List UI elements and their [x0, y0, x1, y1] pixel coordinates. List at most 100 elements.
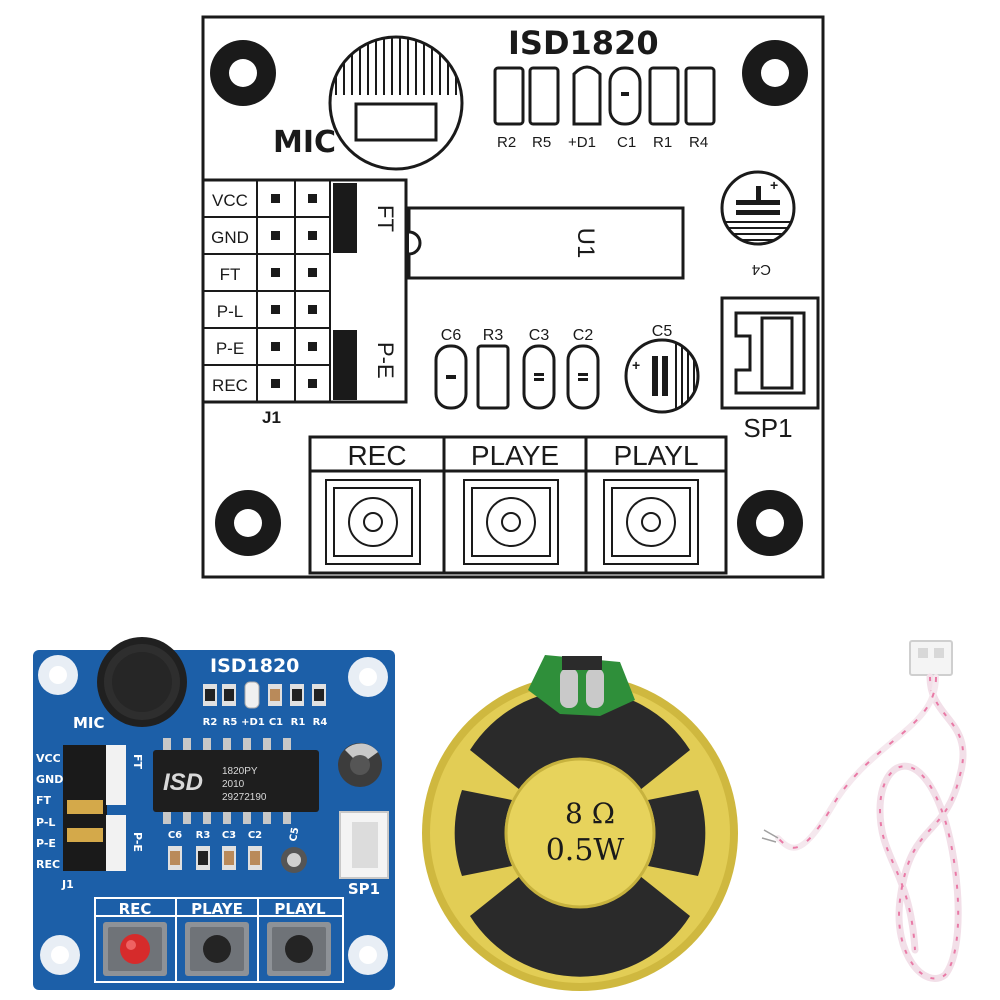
schematic-ic-u1 — [407, 206, 685, 280]
pcb-mic-label: MIC — [73, 714, 105, 732]
pcb-ic-chip — [153, 738, 319, 824]
pcb-label-r2: R2 — [203, 717, 218, 728]
pcb-pin-pl: P-L — [36, 816, 55, 829]
schematic-chip-title: ISD1820 — [508, 24, 659, 62]
pcb-top-components — [203, 681, 326, 709]
pcb-label-r5: R5 — [223, 717, 238, 728]
schematic-capacitor-c5: + — [624, 338, 700, 414]
label-r1: R1 — [653, 134, 672, 151]
schematic-btn-playl-label: PLAYL — [613, 440, 698, 471]
speaker-cable — [761, 640, 967, 982]
pcb-speaker-label: SP1 — [348, 880, 380, 898]
pcb-header-label: J1 — [61, 878, 74, 891]
schematic-speaker-port — [720, 296, 820, 410]
schematic-pin-header — [201, 178, 408, 404]
schematic-top-components — [493, 65, 716, 126]
schematic-jumper-pe: P-E — [373, 342, 398, 379]
schematic-mounting-holes — [210, 40, 808, 556]
pcb-jumper-ft: FT — [131, 754, 144, 770]
schematic-buttons — [325, 479, 699, 565]
cable-bare-wire-ends — [761, 829, 779, 843]
pcb-pin-header — [63, 745, 126, 871]
pcb-chip-title: ISD1820 — [210, 655, 299, 677]
pcb-pin-labels: VCC GND FT P-L P-E REC — [36, 752, 63, 871]
pcb-btn-playe-label: PLAYE — [191, 900, 243, 918]
schematic-c4-label: C4 — [752, 261, 771, 278]
pcb-capacitor-c4 — [338, 743, 382, 787]
schematic-c5-label: C5 — [652, 323, 673, 340]
pcb-chip-brand: ISD — [163, 769, 203, 796]
pcb-jumper-pe: P-E — [131, 832, 144, 852]
pcb-chip-marking-1: 1820PY — [222, 766, 258, 777]
schematic-jumper-ft: FT — [373, 205, 398, 232]
schematic-button-area — [308, 435, 728, 575]
speaker-impedance: 8 Ω — [565, 797, 615, 830]
schematic-btn-rec-label: REC — [347, 440, 406, 471]
pcb-label-c5: C5 — [288, 826, 301, 842]
pin-pl: P-L — [217, 302, 243, 321]
pcb-label-r3: R3 — [196, 830, 211, 841]
pcb-button-playe[interactable] — [185, 922, 249, 976]
label-c1: C1 — [617, 134, 636, 151]
pcb-pin-ft: FT — [36, 794, 52, 807]
pcb-pin-gnd: GND — [36, 773, 63, 786]
label-c3: C3 — [529, 327, 550, 344]
label-d1: +D1 — [568, 134, 596, 151]
pin-rec: REC — [212, 376, 248, 395]
pcb-component-labels: R2 R5 +D1 C1 R1 R4 — [203, 717, 328, 728]
svg-text:+: + — [770, 177, 778, 193]
pcb-label-d1: +D1 — [241, 717, 265, 728]
speaker-center-cap — [506, 759, 654, 907]
pcb-pin-vcc: VCC — [36, 752, 61, 765]
pcb-lower-labels: C6 R3 C3 C2 — [168, 830, 262, 841]
pcb-mounting-holes — [38, 655, 388, 975]
label-c2: C2 — [573, 327, 594, 344]
label-r2: R2 — [497, 134, 516, 151]
schematic-header-label: J1 — [262, 408, 281, 427]
schematic-mic-label: MIC — [273, 125, 336, 160]
schematic-ic-label: U1 — [572, 228, 599, 259]
pin-ft: FT — [220, 265, 241, 284]
schematic-lower-components — [434, 344, 600, 410]
label-c6: C6 — [441, 327, 462, 344]
speaker-cone — [454, 689, 706, 977]
pcb-button-rec[interactable] — [103, 922, 167, 976]
pin-gnd: GND — [211, 228, 249, 247]
pcb-chip-marking-2: 2010 — [222, 779, 245, 790]
pcb-chip-marking-3: 29272190 — [222, 792, 267, 803]
pin-vcc: VCC — [212, 191, 248, 210]
pcb-pin-rec: REC — [36, 858, 60, 871]
pcb-label-c6: C6 — [168, 830, 182, 841]
pcb-label-r1: R1 — [291, 717, 306, 728]
pcb-lower-components — [168, 846, 307, 873]
speaker: 8 Ω 0.5W — [422, 655, 738, 991]
pcb-microphone — [97, 637, 187, 727]
isd1820-board: MIC ISD1820 R2 R5 +D1 C1 R1 R4 — [33, 637, 395, 990]
schematic-speaker-label: SP1 — [743, 413, 792, 443]
cable-connector — [909, 640, 953, 676]
pcb-button-frame — [94, 897, 344, 983]
schematic-capacitor-c4: + — [720, 170, 796, 246]
pcb-label-r4: R4 — [313, 717, 328, 728]
speaker-wire-tab — [528, 655, 635, 716]
schematic-lower-labels: C6 R3 C3 C2 — [441, 327, 594, 344]
pcb-label-c3: C3 — [222, 830, 236, 841]
label-r5: R5 — [532, 134, 551, 151]
pin-pe: P-E — [216, 339, 244, 358]
label-r3: R3 — [483, 327, 504, 344]
svg-text:+: + — [632, 357, 640, 373]
schematic-button-labels: REC PLAYE PLAYL — [347, 440, 698, 471]
speaker-power: 0.5W — [546, 833, 625, 868]
pcb-speaker-connector — [339, 811, 389, 879]
pcb-button-playl[interactable] — [267, 922, 331, 976]
schematic-pin-labels: VCC GND FT P-L P-E REC — [211, 191, 249, 395]
pcb-btn-playl-label: PLAYL — [274, 900, 326, 918]
pcb-label-c2: C2 — [248, 830, 262, 841]
pcb-btn-rec-label: REC — [119, 900, 152, 918]
pcb-label-c1: C1 — [269, 717, 283, 728]
schematic-diagram: MIC ISD1820 R2 R5 +D1 C1 R1 R4 — [201, 15, 825, 579]
label-r4: R4 — [689, 134, 708, 151]
schematic-component-labels: R2 R5 +D1 C1 R1 R4 — [497, 134, 708, 151]
schematic-mic-symbol — [328, 35, 464, 171]
